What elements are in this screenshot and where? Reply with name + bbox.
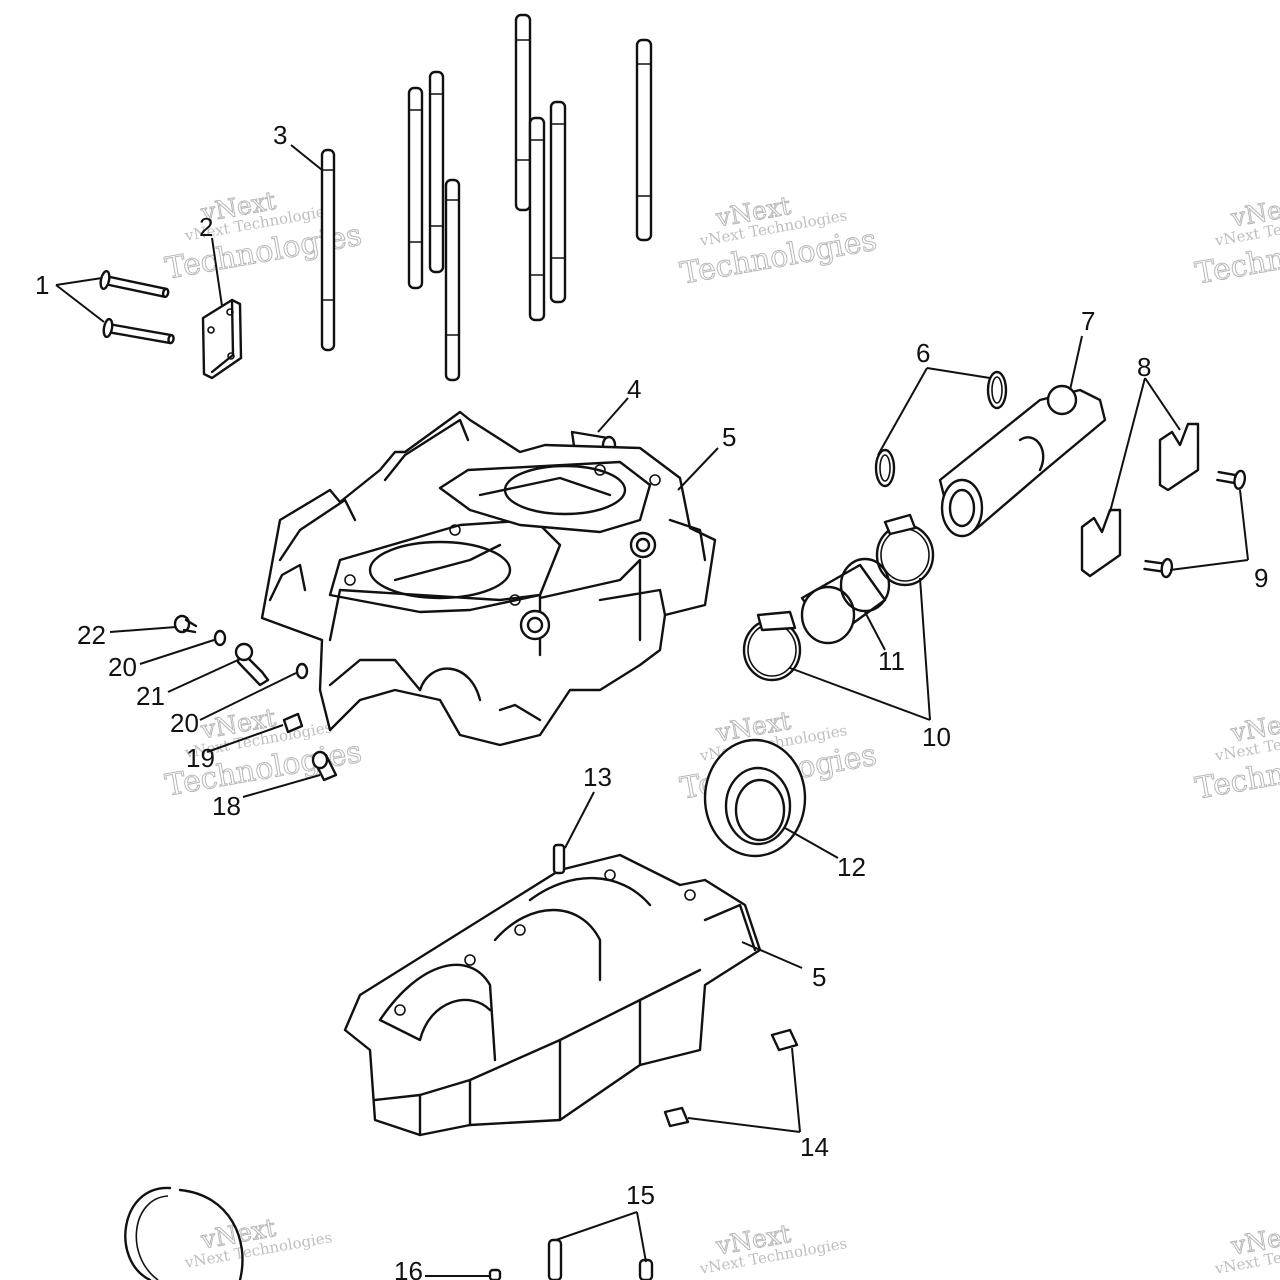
callout-20-second: 20 [170, 708, 199, 738]
callout-2: 2 [199, 212, 213, 242]
part-3-studs[interactable] [320, 13, 653, 382]
stud [549, 100, 567, 304]
part-8-clips[interactable] [1080, 422, 1200, 578]
callout-1: 1 [35, 270, 49, 300]
part-10-clamps[interactable] [742, 513, 935, 682]
part-5-lower-crankcase[interactable] [343, 853, 762, 1137]
callout-13: 13 [583, 762, 612, 792]
snap-ring [124, 1186, 244, 1280]
callout-5-lower: 5 [812, 962, 826, 992]
watermark: vNext vNext Technologies Technologies [677, 191, 880, 293]
part-21-fitting[interactable] [234, 642, 270, 687]
watermark: vNext vNext Technologies [1213, 1219, 1280, 1279]
part-16-stud[interactable] [488, 1268, 502, 1280]
callout-7: 7 [1081, 306, 1095, 336]
callout-11: 11 [878, 646, 905, 676]
part-1-bolts[interactable] [99, 269, 175, 348]
callout-labels: 1 2 3 4 5 6 7 8 9 10 11 12 13 5 14 15 16… [35, 120, 1268, 1280]
callout-9: 9 [1254, 563, 1268, 593]
part-2-cover-plate[interactable] [201, 298, 243, 380]
part-9-screws[interactable] [1143, 467, 1247, 579]
stud [444, 178, 461, 382]
callout-19: 19 [186, 743, 215, 773]
part-13-dowel[interactable] [552, 843, 566, 875]
stud [407, 86, 424, 290]
part-15-studs[interactable] [547, 1238, 654, 1280]
callout-12: 12 [837, 852, 866, 882]
stud [428, 70, 445, 274]
callout-18: 18 [212, 791, 241, 821]
watermark: vNext vNext Technologies [183, 1213, 334, 1273]
stud [528, 116, 546, 322]
part-14-plugs[interactable] [663, 1028, 799, 1128]
stud [635, 38, 653, 242]
callout-20: 20 [108, 652, 137, 682]
part-22-bolt[interactable] [173, 614, 198, 634]
callout-4: 4 [627, 374, 641, 404]
watermark: vNext vNext Technologies Technologies [1192, 191, 1280, 293]
part-19-plug[interactable] [282, 712, 304, 734]
part-6-o-rings[interactable] [874, 370, 1008, 488]
callout-21: 21 [136, 681, 165, 711]
watermark: vNext vNext Technologies [698, 1219, 849, 1279]
part-11-sleeve[interactable] [800, 557, 891, 645]
callout-10: 10 [922, 722, 951, 752]
stud [514, 13, 532, 212]
callout-14: 14 [800, 1132, 829, 1162]
callout-3: 3 [273, 120, 287, 150]
callout-15: 15 [626, 1180, 655, 1210]
part-12-seal[interactable] [703, 738, 807, 858]
leader-lines [55, 144, 1249, 1277]
stud [320, 148, 336, 352]
part-18-bolt[interactable] [311, 750, 338, 782]
callout-16: 16 [394, 1256, 423, 1280]
callout-5: 5 [722, 422, 736, 452]
callout-22: 22 [77, 620, 106, 650]
callout-6: 6 [916, 338, 930, 368]
part-5-upper-crankcase[interactable] [260, 410, 717, 747]
part-7-elbow-hose[interactable] [938, 384, 1107, 538]
watermark: vNext vNext Technologies Technologies [1192, 706, 1280, 808]
part-20-washer[interactable] [213, 629, 309, 680]
callout-8: 8 [1137, 352, 1151, 382]
